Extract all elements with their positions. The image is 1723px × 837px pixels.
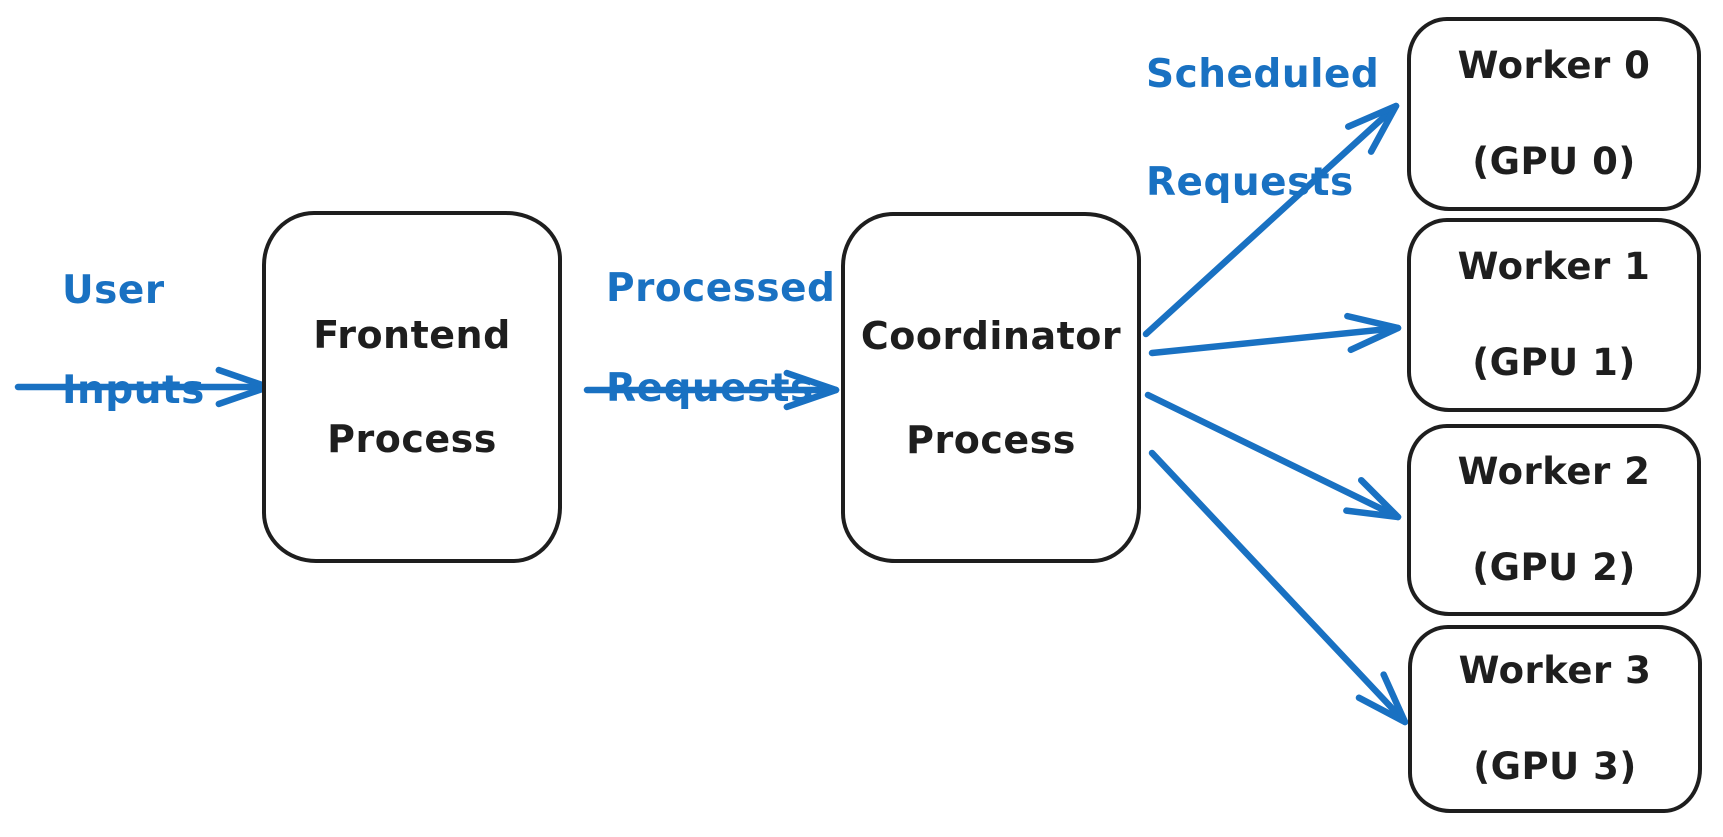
user-inputs-label-line1: User <box>62 268 165 313</box>
worker-1-label: Worker 1 (GPU 1) <box>1458 243 1651 387</box>
scheduled-requests-label: Scheduled Requests <box>1146 48 1379 210</box>
worker-3-label-line1: Worker 3 <box>1458 649 1652 692</box>
node-worker-1: Worker 1 (GPU 1) <box>1407 218 1701 412</box>
worker-3-label-line2: (GPU 3) <box>1473 745 1637 788</box>
worker-0-label-line1: Worker 0 <box>1457 44 1651 87</box>
scheduled-arrow-worker-2-head <box>1343 476 1402 521</box>
processed-requests-label-line1: Processed <box>606 266 836 311</box>
worker-2-label-line2: (GPU 2) <box>1472 546 1636 589</box>
frontend-label-line2: Process <box>327 417 497 461</box>
worker-3-label: Worker 3 (GPU 3) <box>1459 647 1652 791</box>
user-inputs-label-line2: Inputs <box>62 368 205 413</box>
scheduled-arrow-worker-0 <box>1142 102 1400 338</box>
processed-requests-label-line2: Requests <box>606 366 814 411</box>
node-worker-0: Worker 0 (GPU 0) <box>1407 17 1701 211</box>
processed-requests-label: Processed Requests <box>606 264 835 414</box>
scheduled-arrow-worker-1 <box>1148 324 1402 357</box>
coordinator-process-label: Coordinator Process <box>861 310 1121 466</box>
node-worker-2: Worker 2 (GPU 2) <box>1407 424 1701 616</box>
processed-requests-arrow-head <box>783 369 840 411</box>
worker-0-label-line2: (GPU 0) <box>1472 140 1636 183</box>
node-frontend-process: Frontend Process <box>262 211 562 563</box>
worker-1-label-line1: Worker 1 <box>1457 245 1651 288</box>
scheduled-arrow-worker-3 <box>1148 449 1409 726</box>
scheduled-requests-label-line2: Requests <box>1146 160 1354 205</box>
scheduled-arrow-worker-1-head <box>1344 312 1402 354</box>
frontend-process-label: Frontend Process <box>313 309 511 465</box>
frontend-label-line1: Frontend <box>313 313 511 357</box>
worker-2-label-line1: Worker 2 <box>1457 450 1651 493</box>
worker-1-label-line2: (GPU 1) <box>1472 341 1636 384</box>
scheduled-arrow-worker-2 <box>1144 391 1402 521</box>
coordinator-label-line1: Coordinator <box>860 313 1122 358</box>
scheduled-requests-label-line1: Scheduled <box>1146 52 1380 97</box>
scheduled-arrow-worker-3-head <box>1355 671 1409 726</box>
user-inputs-label: User Inputs <box>62 266 205 416</box>
worker-2-label: Worker 2 (GPU 2) <box>1458 448 1651 592</box>
coordinator-label-line2: Process <box>906 417 1076 462</box>
scheduled-arrow-worker-0-head <box>1345 102 1400 155</box>
node-coordinator-process: Coordinator Process <box>841 212 1141 563</box>
node-worker-3: Worker 3 (GPU 3) <box>1408 625 1702 813</box>
worker-0-label: Worker 0 (GPU 0) <box>1458 42 1651 186</box>
